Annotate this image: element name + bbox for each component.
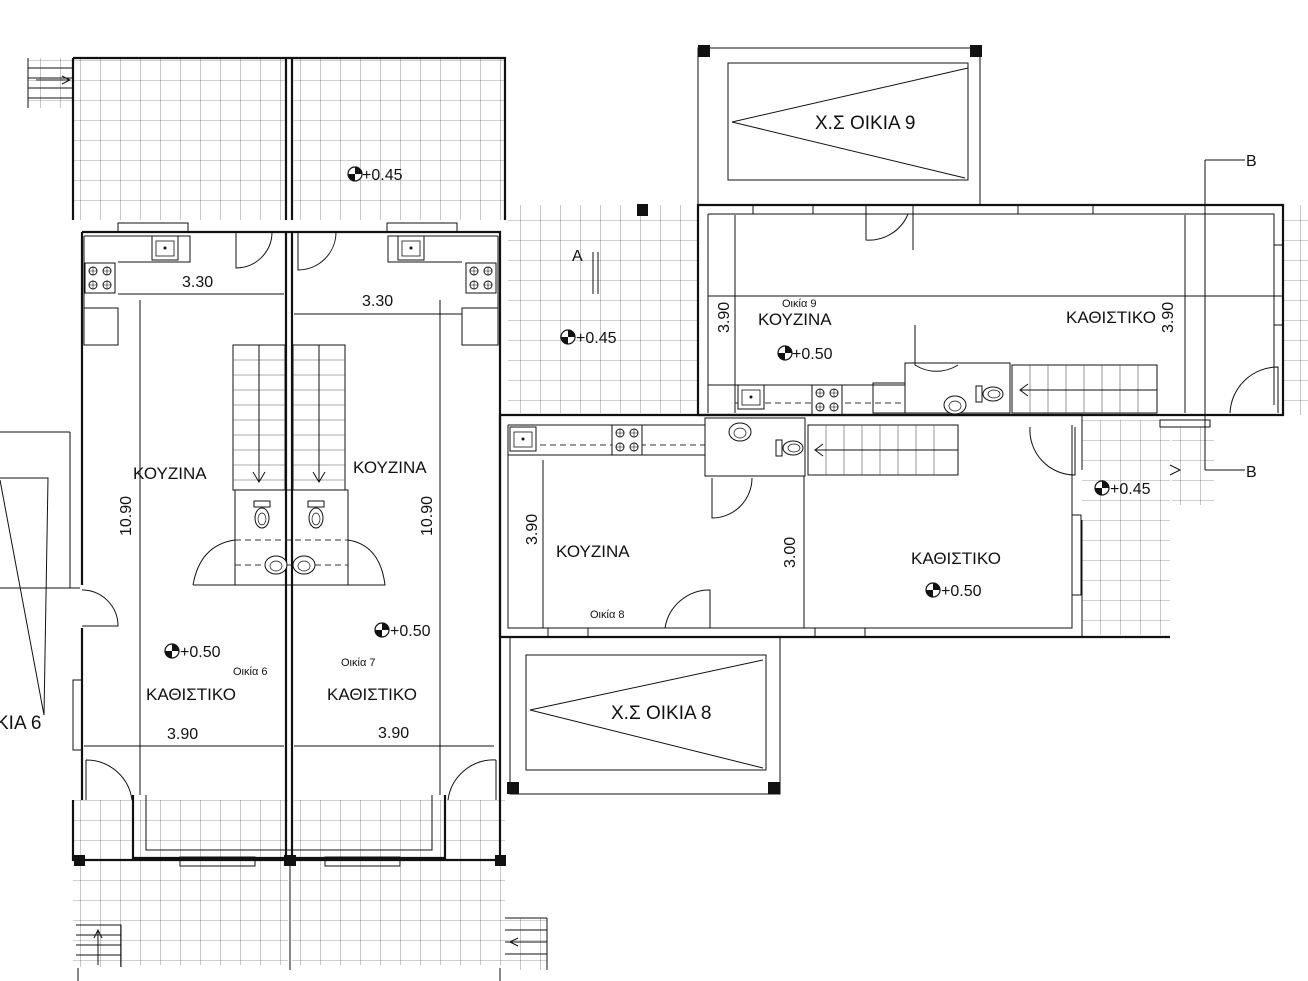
depth-h6: 10.90 [118, 496, 135, 536]
dim-right-h9: 3.90 [1160, 302, 1177, 333]
interior-fills [140, 215, 1205, 795]
section-marker-a: A [572, 248, 583, 265]
level-h9: +0.50 [792, 346, 833, 363]
parking-9 [697, 45, 982, 206]
kitchen-label-h6: ΚΟΥΖΙΝΑ [133, 464, 207, 483]
kitchen-label-h9: ΚΟΥΖΙΝΑ [758, 310, 832, 329]
level-h8: +0.50 [941, 583, 982, 600]
house-9-walls [637, 203, 1285, 417]
dim-living-h8: 3.00 [782, 537, 799, 568]
living-label-h6: ΚΑΘΙΣΤΙΚΟ [146, 685, 236, 704]
level-h6: +0.50 [180, 644, 221, 661]
kitchen-label-h7: ΚΟΥΖΙΝΑ [353, 458, 427, 477]
house-label-h7: Οικία 7 [341, 657, 375, 669]
living-label-h8: ΚΑΘΙΣΤΙΚΟ [911, 549, 1001, 568]
kitchen-label-h8: ΚΟΥΖΙΝΑ [556, 542, 630, 561]
section-marker-b-top: B [1246, 153, 1257, 170]
parking-8 [507, 636, 781, 795]
parking-label-h6: ΚΙΑ 6 [0, 713, 41, 734]
parking-label-h8: Χ.Σ ΟΙΚΙΑ 8 [611, 703, 711, 724]
width-bottom-h7: 3.90 [378, 725, 409, 742]
living-label-h9: ΚΑΘΙΣΤΙΚΟ [1066, 308, 1156, 327]
houses-6-7-walls [27, 56, 548, 981]
dim-left-h9: 3.90 [716, 302, 733, 333]
section-marker-b-bottom: B [1246, 464, 1257, 481]
house-label-h9: Οικία 9 [782, 298, 816, 310]
paved-yards [28, 58, 1308, 970]
depth-h7: 10.90 [419, 496, 436, 536]
width-bottom-h6: 3.90 [167, 726, 198, 743]
width-top-h6: 3.30 [182, 274, 213, 291]
level-yard-right: +0.45 [1110, 481, 1151, 498]
level-yard-top: +0.45 [362, 167, 403, 184]
house-label-h8: Οικία 8 [590, 609, 624, 621]
house-label-h6: Οικία 6 [233, 666, 267, 678]
section-lines [592, 159, 1245, 476]
house-8-walls [498, 413, 1170, 639]
dimension-lines-6-7 [84, 293, 494, 795]
parking-label-h9: Χ.Σ ΟΙΚΙΑ 9 [815, 113, 915, 134]
living-label-h7: ΚΑΘΙΣΤΙΚΟ [327, 685, 417, 704]
level-h7: +0.50 [390, 623, 431, 640]
width-top-h7: 3.30 [362, 293, 393, 310]
parking-6-partial [0, 431, 80, 716]
dim-kitchen-h8: 3.90 [524, 514, 541, 545]
level-yard-mid: +0.45 [576, 330, 617, 347]
